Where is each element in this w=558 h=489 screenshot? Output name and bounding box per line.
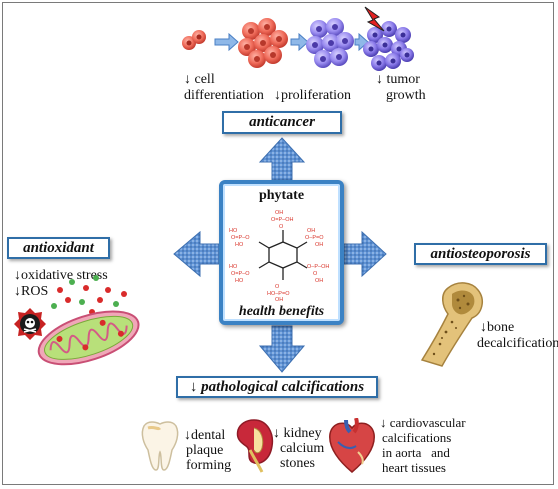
arrow-up-icon	[258, 137, 306, 181]
arrow-down-icon	[258, 325, 306, 373]
health-benefits-label: health benefits	[238, 304, 325, 319]
tumor-growth-label: growth	[386, 88, 426, 103]
mitochondria-illustration	[14, 275, 140, 366]
svg-text:O: O	[279, 224, 284, 230]
anticancer-title: anticancer	[222, 111, 342, 134]
bone-icon	[420, 282, 484, 367]
svg-text:HO–P=O: HO–P=O	[267, 291, 290, 297]
mitochondrion-icon	[37, 310, 140, 366]
pathological-calcifications-title: ↓ pathological calcifications	[176, 376, 378, 398]
forming-label: forming	[186, 458, 232, 473]
svg-text:O=P–OH: O=P–OH	[271, 217, 293, 223]
differentiation-label: differentiation	[184, 88, 264, 103]
cardiovascular-label: ↓ cardiovascular	[380, 415, 466, 430]
svg-text:OH: OH	[315, 278, 323, 284]
svg-text:O–P=O: O–P=O	[305, 235, 324, 241]
differentiating-cells-icon	[238, 18, 288, 68]
svg-text:O=P–O: O=P–O	[231, 235, 250, 241]
svg-text:OH: OH	[315, 242, 323, 248]
arrow-right-icon	[343, 230, 387, 278]
bone-label: ↓bone	[480, 320, 515, 335]
cell-label: ↓ cell	[184, 72, 215, 87]
antioxidant-title: antioxidant	[7, 237, 110, 259]
single-cell-icon	[182, 30, 206, 50]
kidney-label: ↓ kidney	[273, 426, 322, 441]
svg-text:OH: OH	[275, 297, 283, 302]
heart-tissues-label: heart tissues	[382, 460, 446, 475]
ros-particles-icon	[51, 275, 127, 315]
svg-text:O: O	[275, 284, 280, 290]
kidney-icon	[236, 419, 274, 473]
tumor-label: ↓ tumor	[376, 72, 420, 87]
proliferation-label: ↓proliferation	[274, 88, 351, 103]
calcifications-label: calcifications	[382, 430, 452, 445]
svg-text:HO: HO	[229, 264, 238, 270]
progress-arrow-icon	[290, 32, 309, 52]
phytate-structure-icon: OHO=P–OHO HOO=P–OHO OHO–P=OOH HOO=P–OHO …	[229, 210, 329, 302]
svg-text:O–P–OH: O–P–OH	[307, 264, 329, 270]
svg-text:HO: HO	[229, 228, 238, 234]
svg-text:O: O	[313, 271, 318, 277]
proliferating-cells-icon	[306, 18, 354, 68]
calcium-label: calcium	[280, 441, 325, 456]
ros-label: ↓ROS	[14, 284, 49, 299]
plaque-label: plaque	[186, 443, 224, 458]
progress-arrow-icon	[354, 32, 369, 52]
tooth-icon	[141, 421, 179, 471]
svg-text:OH: OH	[307, 228, 315, 234]
aorta-label: in aorta and	[382, 445, 450, 460]
antiosteoporosis-title: antiosteoporosis	[414, 243, 547, 265]
progress-arrow-icon	[214, 32, 239, 52]
lightning-icon	[364, 6, 385, 32]
svg-text:HO: HO	[235, 278, 244, 284]
arrow-left-icon	[173, 230, 220, 278]
svg-text:O=P–O: O=P–O	[231, 271, 250, 277]
phytate-title: phytate	[258, 188, 305, 203]
oxidative-stress-label: ↓oxidative stress	[14, 268, 108, 283]
decalcification-label: decalcification	[477, 336, 558, 351]
svg-text:OH: OH	[275, 210, 283, 216]
skull-badge-icon	[14, 308, 46, 340]
stones-label: stones	[280, 456, 315, 471]
cell-progression-illustration	[182, 6, 414, 71]
svg-text:HO: HO	[235, 242, 244, 248]
dental-label: ↓dental	[184, 428, 226, 443]
tumor-cells-icon	[363, 21, 414, 71]
heart-icon	[329, 418, 375, 473]
